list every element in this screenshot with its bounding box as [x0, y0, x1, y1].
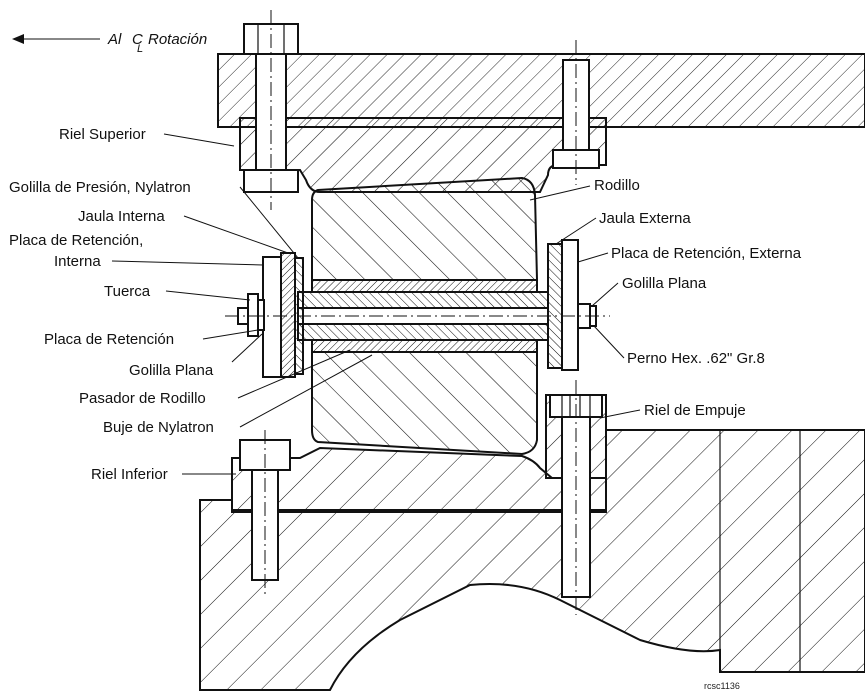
label-placa-retencion: Placa de Retención [44, 331, 174, 348]
centerline-subscript: L [137, 43, 143, 55]
upper-left-bolt [243, 10, 299, 210]
label-placa-retencion-interna-2: Interna [54, 253, 101, 270]
label-pasador: Pasador de Rodillo [79, 390, 206, 407]
upper-beam [217, 53, 865, 128]
label-buje: Buje de Nylatron [103, 419, 214, 436]
label-riel-superior: Riel Superior [59, 126, 146, 143]
label-golilla-plana-right: Golilla Plana [622, 275, 707, 292]
label-riel-empuje: Riel de Empuje [644, 402, 746, 419]
centerline-symbol: C [132, 31, 143, 48]
label-jaula-externa: Jaula Externa [599, 210, 691, 227]
labels: Riel Superior Golilla de Presión, Nylatr… [9, 126, 802, 691]
label-jaula-interna: Jaula Interna [78, 208, 165, 225]
label-tuerca: Tuerca [104, 283, 151, 300]
roller [311, 176, 539, 456]
label-placa-retencion-externa: Placa de Retención, Externa [611, 245, 802, 262]
lower-base [199, 429, 865, 691]
rotation-direction: Al C L Rotación [12, 31, 207, 55]
roller-pin-assembly [225, 239, 610, 378]
direction-text: Al [107, 31, 122, 48]
upper-right-bolt [552, 40, 600, 185]
lower-left-bolt [239, 430, 291, 595]
lower-right-bolt [549, 380, 603, 615]
label-golilla-presion: Golilla de Presión, Nylatron [9, 179, 191, 196]
arrow-left-icon [12, 34, 24, 44]
label-placa-retencion-interna-1: Placa de Retención, [9, 232, 143, 249]
drawing-code: rcsc1136 [704, 681, 740, 691]
label-perno: Perno Hex. .62" Gr.8 [627, 350, 765, 367]
label-rodillo: Rodillo [594, 177, 640, 194]
direction-word: Rotación [148, 31, 207, 48]
label-riel-inferior: Riel Inferior [91, 466, 168, 483]
label-golilla-plana-left: Golilla Plana [129, 362, 214, 379]
